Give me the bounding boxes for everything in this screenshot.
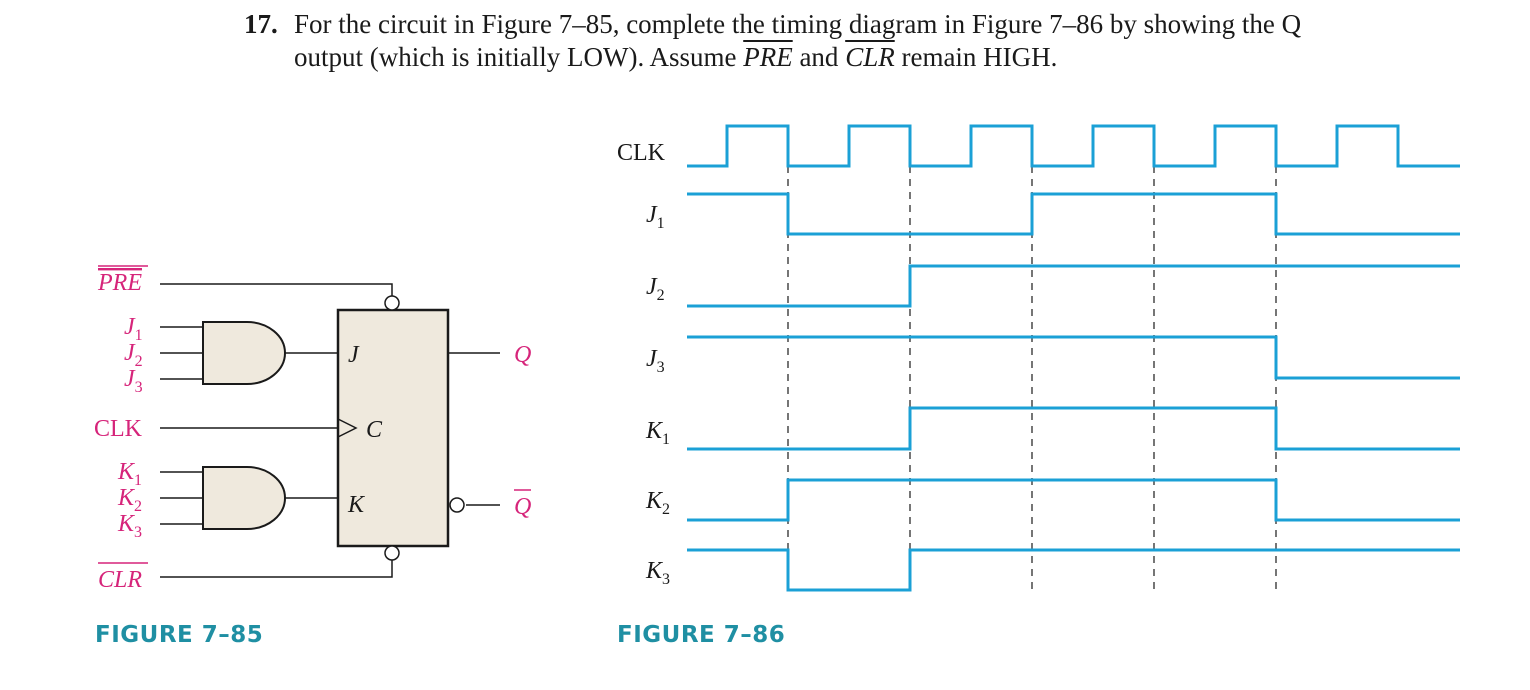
- clock-triangle: [337, 418, 358, 438]
- clr-term: CLR: [845, 42, 895, 72]
- waveform-clk: [687, 124, 1460, 168]
- q-output-label: Q: [514, 342, 531, 368]
- waveform-j3: [687, 335, 1460, 380]
- j2-label: J2: [124, 340, 143, 370]
- qbar-output-label: Q: [514, 494, 531, 520]
- figure-86-caption: FIGURE 7–86: [617, 622, 786, 648]
- waveform-k3: [687, 548, 1460, 592]
- signal-label-clk: CLK: [617, 140, 666, 166]
- pre-wire: [160, 283, 393, 296]
- pre-term: PRE: [743, 42, 793, 72]
- waveform-k1: [687, 406, 1460, 451]
- ff-c-label: C: [366, 417, 383, 443]
- problem-statement: 17.For the circuit in Figure 7–85, compl…: [244, 8, 1494, 74]
- and-gate-j: [202, 321, 286, 385]
- j1-label: J1: [124, 314, 143, 344]
- signal-label-k2: K2: [645, 488, 670, 518]
- signal-label-k3: K3: [645, 558, 670, 588]
- and-gate-k: [202, 466, 286, 530]
- waveform-j2: [687, 264, 1460, 308]
- signal-label-j1: J1: [646, 202, 665, 232]
- clr-label: CLR: [98, 567, 142, 593]
- ff-k-label: K: [347, 492, 366, 518]
- qbar-bubble: [449, 497, 465, 513]
- clk-label: CLK: [94, 416, 143, 442]
- figure-85-caption: FIGURE 7–85: [95, 622, 264, 648]
- j3-label: J3: [124, 366, 143, 396]
- problem-number: 17.: [244, 9, 278, 39]
- pre-label: PRE: [97, 270, 142, 296]
- signal-label-j3: J3: [646, 346, 665, 376]
- problem-line-1: 17.For the circuit in Figure 7–85, compl…: [244, 9, 1302, 39]
- clr-wire: [160, 560, 393, 578]
- k1-label: K1: [117, 459, 142, 489]
- timing-waves: [687, 124, 1460, 592]
- k3-label: K3: [117, 511, 142, 541]
- problem-line-2: output (which is initially LOW). Assume …: [294, 42, 1058, 72]
- waveform-k2: [687, 478, 1460, 522]
- ff-j-label: J: [348, 342, 360, 368]
- clr-bubble: [384, 545, 400, 561]
- waveform-j1: [687, 192, 1460, 236]
- pre-bubble: [384, 295, 400, 311]
- signal-label-k1: K1: [645, 418, 670, 448]
- signal-label-j2: J2: [646, 274, 665, 304]
- k2-label: K2: [117, 485, 142, 515]
